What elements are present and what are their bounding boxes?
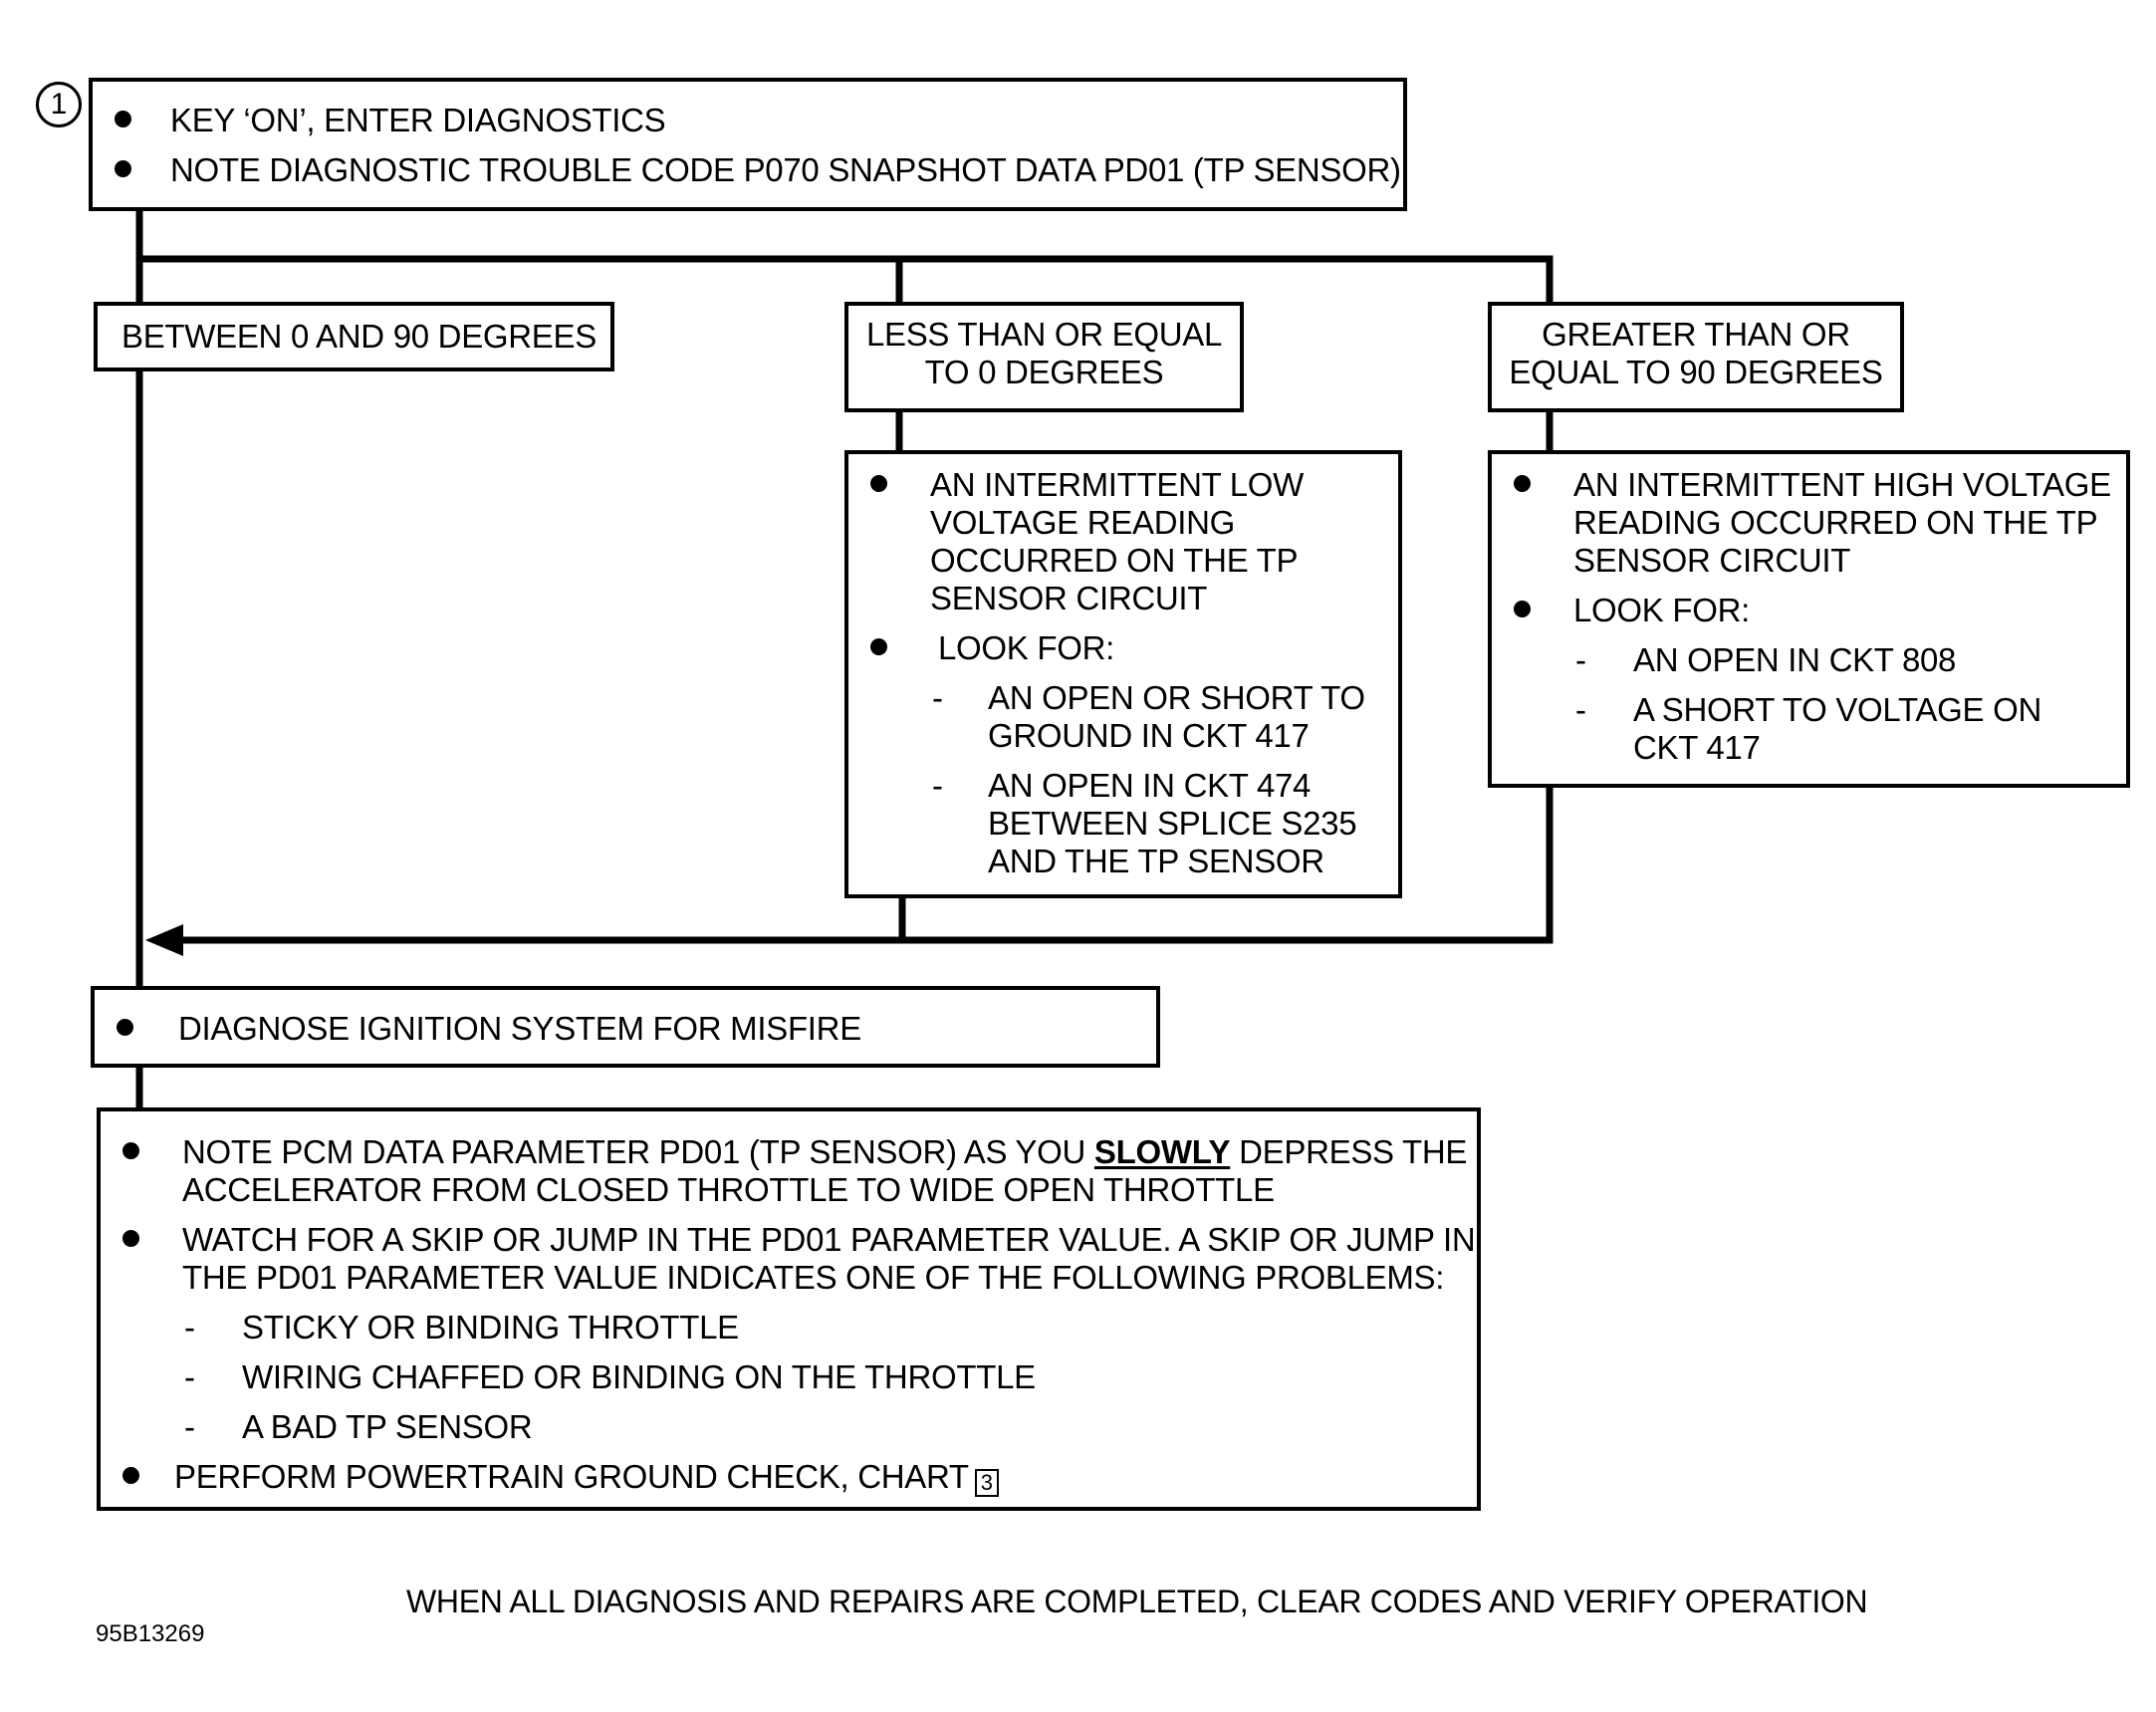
low-dash-1: - AN OPEN OR SHORT TO GROUND IN CKT 417 bbox=[932, 679, 1365, 754]
bullet-dot bbox=[870, 638, 887, 655]
high-voltage-box: AN INTERMITTENT HIGH VOLTAGE READING OCC… bbox=[1488, 450, 2130, 788]
slowly-emphasis: SLOWLY bbox=[1093, 1133, 1231, 1170]
bullet-dot bbox=[1514, 475, 1531, 492]
low-bullet-2: LOOK FOR: bbox=[848, 629, 1398, 667]
branch-greater-label-2: EQUAL TO 90 DEGREES bbox=[1509, 354, 1883, 390]
high-dash-2: - A SHORT TO VOLTAGE ON CKT 417 bbox=[1575, 691, 2041, 766]
bullet-dot bbox=[1514, 601, 1531, 617]
final-check-box: NOTE PCM DATA PARAMETER PD01 (TP SENSOR)… bbox=[97, 1107, 1481, 1511]
final-dash-1: -STICKY OR BINDING THROTTLE bbox=[184, 1309, 739, 1345]
final-dash-2: -WIRING CHAFFED OR BINDING ON THE THROTT… bbox=[184, 1358, 1036, 1395]
final-bullet-2: WATCH FOR A SKIP OR JUMP IN THE PD01 PAR… bbox=[101, 1221, 1477, 1297]
ignition-box: DIAGNOSE IGNITION SYSTEM FOR MISFIRE bbox=[91, 986, 1160, 1068]
start-box: KEY ‘ON’, ENTER DIAGNOSTICS NOTE DIAGNOS… bbox=[89, 78, 1407, 211]
bullet-dot bbox=[115, 111, 131, 127]
bullet-dot bbox=[117, 1019, 133, 1036]
bullet-dot bbox=[122, 1467, 139, 1484]
bullet-dot bbox=[122, 1142, 139, 1159]
branch-between-box: BETWEEN 0 AND 90 DEGREES bbox=[94, 302, 614, 371]
branch-less-label-1: LESS THAN OR EQUAL bbox=[865, 316, 1223, 353]
figure-id: 95B13269 bbox=[96, 1620, 205, 1647]
high-bullet-1: AN INTERMITTENT HIGH VOLTAGE READING OCC… bbox=[1492, 466, 2126, 580]
high-bullet-2: LOOK FOR: bbox=[1492, 592, 2126, 629]
branch-greater-label-1: GREATER THAN OR bbox=[1542, 316, 1850, 353]
low-voltage-box: AN INTERMITTENT LOW VOLTAGE READING OCCU… bbox=[844, 450, 1402, 898]
bullet-dot bbox=[870, 475, 887, 492]
ignition-item: DIAGNOSE IGNITION SYSTEM FOR MISFIRE bbox=[95, 1010, 1156, 1048]
footer-instruction: WHEN ALL DIAGNOSIS AND REPAIRS ARE COMPL… bbox=[406, 1584, 1868, 1619]
branch-less-box: LESS THAN OR EQUAL TO 0 DEGREES bbox=[844, 302, 1244, 412]
bullet-dot bbox=[115, 160, 131, 177]
branch-greater-box: GREATER THAN OR EQUAL TO 90 DEGREES bbox=[1488, 302, 1904, 412]
step-number-badge: 1 bbox=[36, 82, 82, 127]
high-dash-1: -AN OPEN IN CKT 808 bbox=[1575, 641, 1957, 678]
start-item-1: KEY ‘ON’, ENTER DIAGNOSTICS bbox=[93, 102, 1403, 139]
final-bullet-1: NOTE PCM DATA PARAMETER PD01 (TP SENSOR)… bbox=[101, 1133, 1477, 1209]
low-dash-2: - AN OPEN IN CKT 474 BETWEEN SPLICE S235… bbox=[932, 767, 1357, 879]
branch-less-label-2: TO 0 DEGREES bbox=[924, 354, 1164, 390]
low-bullet-1: AN INTERMITTENT LOW VOLTAGE READING OCCU… bbox=[848, 466, 1398, 617]
chart-reference-box: 3 bbox=[974, 1469, 999, 1497]
bullet-dot bbox=[122, 1230, 139, 1247]
start-item-2: NOTE DIAGNOSTIC TROUBLE CODE P070 SNAPSH… bbox=[93, 151, 1403, 189]
return-arrowhead bbox=[145, 924, 183, 956]
final-dash-3: -A BAD TP SENSOR bbox=[184, 1408, 533, 1445]
branch-between-label: BETWEEN 0 AND 90 DEGREES bbox=[121, 318, 597, 355]
